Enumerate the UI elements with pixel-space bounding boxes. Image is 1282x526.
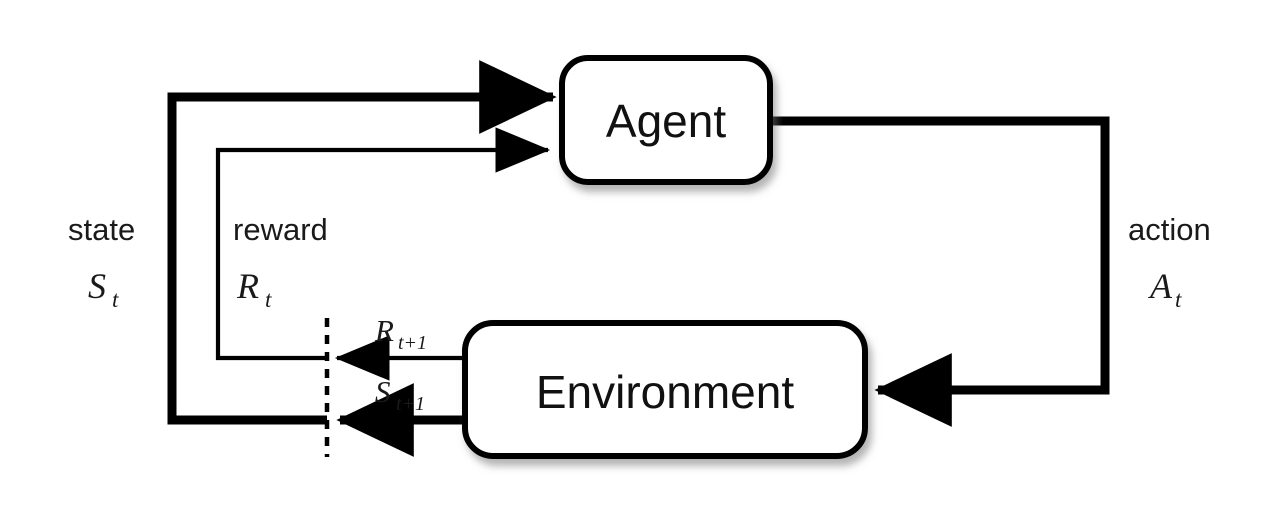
state-next-label-subscript: t+1 [396,393,425,415]
state-edge-path [167,60,557,425]
agent-box[interactable] [559,55,773,185]
action-edge [770,116,1110,427]
action-label-symbol: A [1148,266,1173,306]
reward-next-label-symbol: R [374,313,394,348]
state-label-symbol: S [88,266,106,306]
environment-box[interactable] [462,320,868,459]
agent-label: Agent [606,95,726,147]
node-environment[interactable] [462,320,868,459]
state-edge [167,60,557,425]
reward-edge [215,127,551,361]
reward-label-text: reward [233,212,328,247]
node-agent[interactable] [559,55,773,185]
reward-next-label-subscript: t+1 [398,332,427,354]
action-edge-path [770,116,1110,427]
action-label-subscript: t [1175,287,1182,312]
environment-label: Environment [536,366,794,418]
action-label-text: action [1128,212,1211,247]
reward-edge-path [215,127,551,361]
reward-label-symbol: R [236,266,259,306]
state-label-text: state [68,212,135,247]
state-next-label-symbol: S [375,374,391,409]
state-label-subscript: t [112,287,119,312]
reward-label-subscript: t [265,287,272,312]
